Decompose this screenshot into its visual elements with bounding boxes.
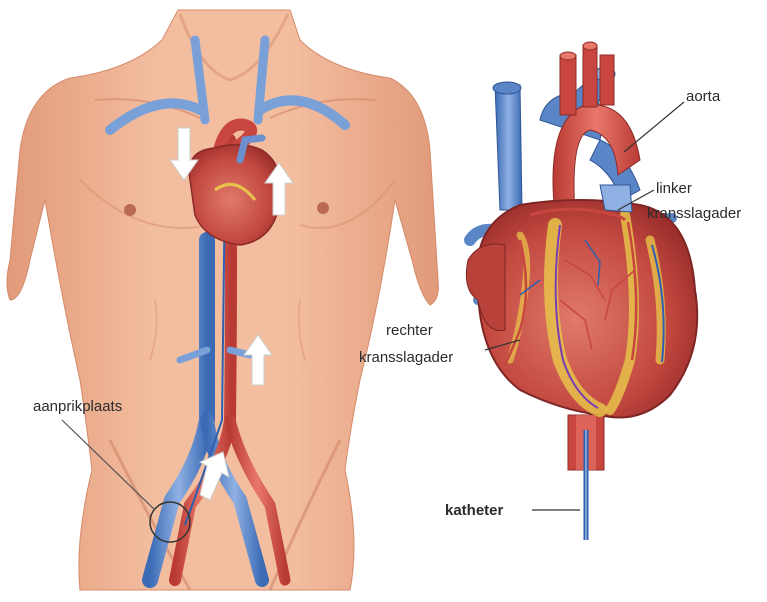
label-catheter: katheter	[445, 502, 503, 519]
label-right-coronary-line1: rechter	[386, 322, 433, 339]
aorta-leader-line	[624, 102, 684, 152]
large-heart	[466, 42, 697, 540]
label-left-coronary-line2: kransslagader	[647, 205, 741, 222]
label-puncture-site: aanprikplaats	[33, 398, 122, 415]
label-left-coronary-line1: linker	[656, 180, 692, 197]
label-aorta: aorta	[686, 88, 720, 105]
small-heart	[189, 138, 281, 245]
label-right-coronary-line2: kransslagader	[359, 349, 453, 366]
